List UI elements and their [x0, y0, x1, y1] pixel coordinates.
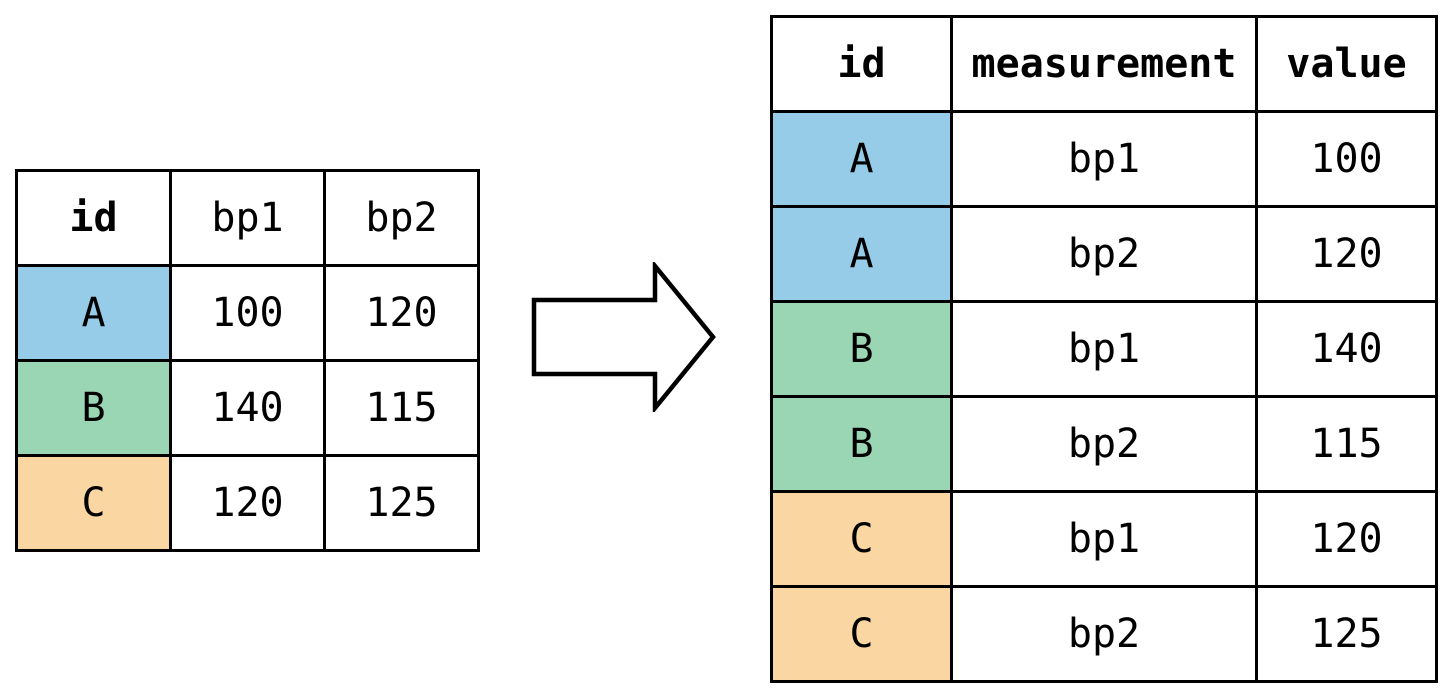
wide-id-cell-c: C — [15, 454, 172, 552]
long-value-cell: 100 — [1255, 110, 1438, 208]
long-measurement-cell: bp2 — [950, 585, 1258, 683]
long-table: id measurement value A bp1 100 A bp2 120… — [770, 15, 1438, 683]
table-row: B 140 115 — [15, 359, 480, 457]
wide-value-cell: 100 — [169, 264, 326, 362]
wide-header-id: id — [15, 169, 172, 267]
wide-value-cell: 140 — [169, 359, 326, 457]
long-measurement-cell: bp1 — [950, 300, 1258, 398]
wide-header-row: id bp1 bp2 — [15, 169, 480, 267]
wide-value-cell: 120 — [169, 454, 326, 552]
long-measurement-cell: bp2 — [950, 395, 1258, 493]
long-header-row: id measurement value — [770, 15, 1438, 113]
long-value-cell: 125 — [1255, 585, 1438, 683]
table-row: A bp2 120 — [770, 205, 1438, 303]
table-row: C 120 125 — [15, 454, 480, 552]
long-id-cell-b: B — [770, 300, 953, 398]
table-row: C bp1 120 — [770, 490, 1438, 588]
long-measurement-cell: bp1 — [950, 490, 1258, 588]
long-value-cell: 140 — [1255, 300, 1438, 398]
wide-table: id bp1 bp2 A 100 120 B 140 115 C 120 125 — [15, 169, 480, 552]
table-row: A bp1 100 — [770, 110, 1438, 208]
long-value-cell: 115 — [1255, 395, 1438, 493]
table-row: A 100 120 — [15, 264, 480, 362]
long-id-cell-a: A — [770, 110, 953, 208]
long-header-measurement: measurement — [950, 15, 1258, 113]
long-header-id: id — [770, 15, 953, 113]
long-id-cell-c: C — [770, 490, 953, 588]
long-value-cell: 120 — [1255, 490, 1438, 588]
long-header-value: value — [1255, 15, 1438, 113]
long-value-cell: 120 — [1255, 205, 1438, 303]
long-id-cell-b: B — [770, 395, 953, 493]
long-id-cell-c: C — [770, 585, 953, 683]
wide-value-cell: 125 — [323, 454, 480, 552]
wide-value-cell: 120 — [323, 264, 480, 362]
table-row: B bp2 115 — [770, 395, 1438, 493]
long-measurement-cell: bp1 — [950, 110, 1258, 208]
wide-id-cell-b: B — [15, 359, 172, 457]
wide-header-bp2: bp2 — [323, 169, 480, 267]
wide-value-cell: 115 — [323, 359, 480, 457]
wide-id-cell-a: A — [15, 264, 172, 362]
table-row: C bp2 125 — [770, 585, 1438, 683]
long-measurement-cell: bp2 — [950, 205, 1258, 303]
wide-header-bp1: bp1 — [169, 169, 326, 267]
table-row: B bp1 140 — [770, 300, 1438, 398]
long-id-cell-a: A — [770, 205, 953, 303]
arrow-right-icon — [531, 262, 717, 412]
